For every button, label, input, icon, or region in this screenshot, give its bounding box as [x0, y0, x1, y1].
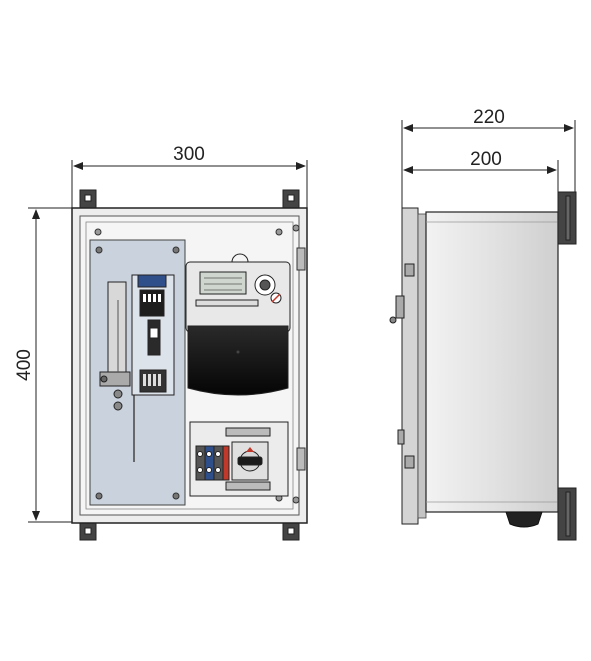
height-label: 400	[14, 349, 35, 381]
width-label: 300	[173, 144, 205, 165]
cable-gland	[505, 511, 543, 528]
side-view: 220 200	[389, 107, 577, 541]
breaker-assembly	[99, 274, 175, 462]
width-dimension: 300	[71, 144, 308, 210]
depth-total-label: 220	[473, 107, 505, 128]
wall-brackets	[557, 191, 577, 541]
mounting-brackets	[79, 189, 300, 541]
terminal-rail	[189, 421, 289, 497]
front-view: 300 400	[14, 144, 308, 541]
terminal-block	[195, 445, 230, 481]
depth-body-label: 200	[470, 149, 502, 170]
door-profile	[401, 207, 419, 525]
height-dimension: 400	[14, 207, 72, 523]
door-hardware	[389, 263, 415, 469]
energy-meter	[185, 253, 291, 396]
hinges	[296, 247, 306, 471]
depth-body-dimension: 200	[403, 149, 559, 212]
enclosure-side	[425, 211, 559, 513]
depth-total-dimension: 220	[401, 107, 576, 212]
isolator-switch	[231, 441, 269, 481]
meter-display	[199, 271, 247, 295]
